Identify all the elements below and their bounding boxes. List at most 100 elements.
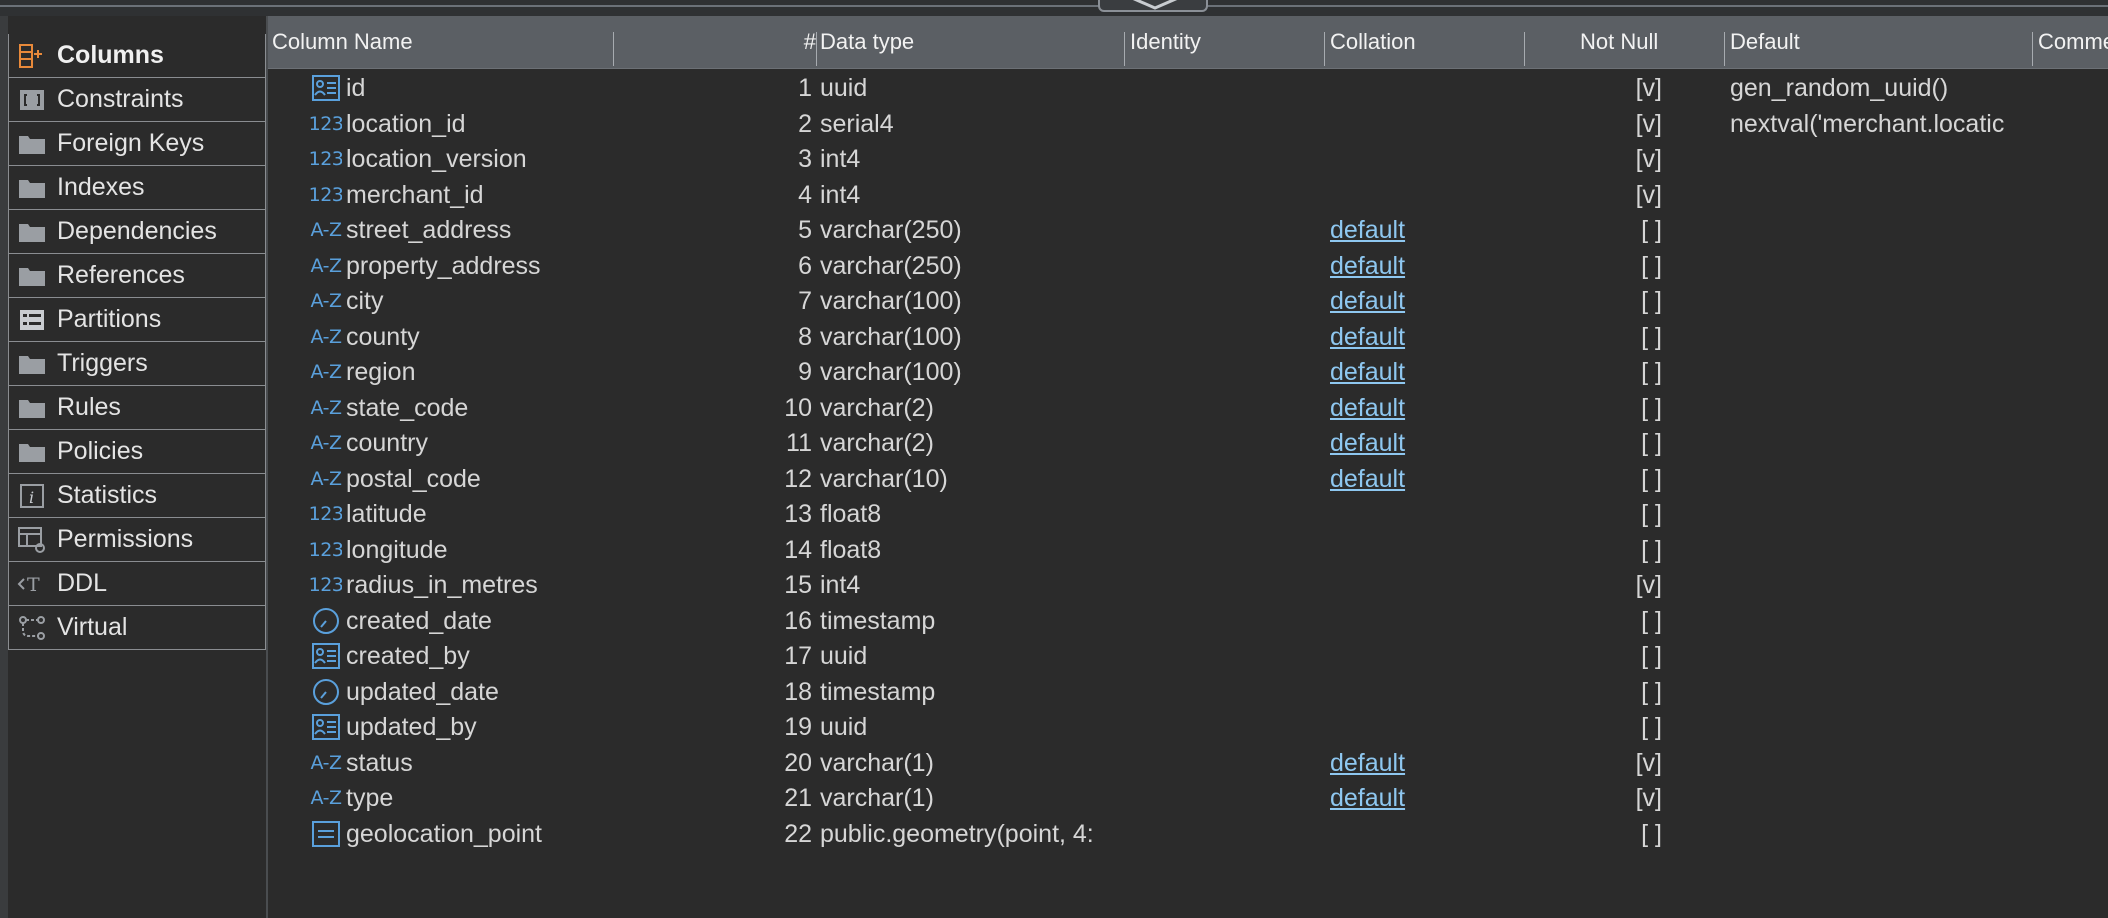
default-cell[interactable] — [1730, 354, 2028, 390]
sidebar-item-virtual[interactable]: Virtual — [8, 606, 266, 650]
not-null-cell[interactable]: [v] — [1635, 784, 1662, 812]
sidebar-item-columns[interactable]: Columns — [8, 34, 266, 78]
sidebar-item-references[interactable]: References — [8, 254, 266, 298]
header-num[interactable]: # — [803, 29, 816, 54]
column-name-cell[interactable]: property_address — [346, 251, 541, 280]
data-type-cell[interactable]: varchar(2) — [820, 393, 934, 422]
not-null-cell[interactable]: [v] — [1635, 109, 1662, 138]
default-cell[interactable] — [1730, 283, 2028, 319]
data-type-cell[interactable]: float8 — [820, 500, 882, 528]
column-name-cell[interactable]: created_date — [346, 606, 492, 635]
default-cell[interactable] — [1730, 248, 2028, 284]
collation-link[interactable]: default — [1330, 251, 1406, 280]
column-name-cell[interactable]: region — [346, 358, 416, 386]
not-null-cell[interactable]: [ ] — [1641, 606, 1662, 635]
default-cell[interactable]: gen_random_uuid() — [1730, 74, 1949, 102]
not-null-cell[interactable]: [ ] — [1641, 216, 1662, 244]
default-cell[interactable] — [1730, 780, 2028, 816]
header-data-type[interactable]: Data type — [820, 29, 915, 54]
not-null-cell[interactable]: [ ] — [1641, 713, 1662, 741]
header-column-name[interactable]: Column Name — [272, 29, 413, 54]
column-name-cell[interactable]: updated_by — [346, 713, 477, 741]
not-null-cell[interactable]: [ ] — [1641, 642, 1662, 670]
column-name-cell[interactable]: id — [346, 74, 366, 102]
default-cell[interactable] — [1730, 638, 2028, 674]
header-separator[interactable] — [1524, 32, 1525, 66]
data-type-cell[interactable]: varchar(10) — [820, 464, 948, 493]
data-type-cell[interactable]: varchar(250) — [820, 216, 962, 244]
not-null-cell[interactable]: [v] — [1635, 180, 1662, 209]
default-cell[interactable] — [1730, 745, 2028, 781]
default-cell[interactable] — [1730, 496, 2028, 532]
data-type-cell[interactable]: varchar(100) — [820, 358, 962, 386]
not-null-cell[interactable]: [ ] — [1641, 358, 1662, 386]
default-cell[interactable] — [1730, 709, 2028, 745]
default-cell[interactable] — [1730, 425, 2028, 461]
default-cell[interactable] — [1730, 532, 2028, 568]
data-type-cell[interactable]: int4 — [820, 571, 861, 599]
default-cell[interactable]: nextval('merchant.locatic — [1730, 109, 2005, 138]
data-type-cell[interactable]: varchar(100) — [820, 322, 962, 351]
data-type-cell[interactable]: varchar(250) — [820, 251, 962, 280]
column-name-cell[interactable]: city — [346, 287, 384, 315]
data-type-cell[interactable]: serial4 — [820, 109, 894, 138]
data-type-cell[interactable]: uuid — [820, 74, 868, 102]
data-type-cell[interactable]: timestamp — [820, 606, 936, 635]
column-name-cell[interactable]: county — [346, 322, 420, 351]
header-not-null[interactable]: Not Null — [1580, 29, 1659, 54]
column-name-cell[interactable]: merchant_id — [346, 180, 484, 209]
data-type-cell[interactable]: varchar(2) — [820, 429, 934, 457]
default-cell[interactable] — [1730, 390, 2028, 426]
header-comment[interactable]: Comme — [2038, 29, 2108, 54]
default-cell[interactable] — [1730, 177, 2028, 213]
data-type-cell[interactable]: float8 — [820, 535, 882, 564]
header-separator[interactable] — [1724, 32, 1725, 66]
not-null-cell[interactable]: [ ] — [1641, 819, 1662, 848]
collation-link[interactable]: default — [1330, 748, 1406, 777]
not-null-cell[interactable]: [ ] — [1641, 535, 1662, 564]
not-null-cell[interactable]: [ ] — [1641, 251, 1662, 280]
sidebar-item-dependencies[interactable]: Dependencies — [8, 210, 266, 254]
header-separator[interactable] — [1124, 32, 1125, 66]
header-collation[interactable]: Collation — [1330, 29, 1416, 54]
collation-link[interactable]: default — [1330, 393, 1406, 422]
column-name-cell[interactable]: created_by — [346, 642, 470, 670]
column-name-cell[interactable]: updated_date — [346, 677, 499, 706]
not-null-cell[interactable]: [v] — [1635, 571, 1662, 599]
data-type-cell[interactable]: varchar(1) — [820, 748, 934, 777]
collation-link[interactable]: default — [1330, 464, 1406, 493]
collation-link[interactable]: default — [1330, 287, 1406, 315]
default-cell[interactable] — [1730, 141, 2028, 177]
data-type-cell[interactable]: int4 — [820, 145, 861, 173]
header-separator[interactable] — [816, 32, 817, 66]
sidebar-item-partitions[interactable]: Partitions — [8, 298, 266, 342]
default-cell[interactable] — [1730, 461, 2028, 497]
data-type-cell[interactable]: public.geometry(point, 4: — [820, 819, 1094, 848]
collation-link[interactable]: default — [1330, 429, 1406, 457]
sidebar-item-constraints[interactable]: Constraints — [8, 78, 266, 122]
not-null-cell[interactable]: [ ] — [1641, 500, 1662, 528]
collation-link[interactable]: default — [1330, 784, 1406, 812]
not-null-cell[interactable]: [ ] — [1641, 287, 1662, 315]
default-cell[interactable] — [1730, 674, 2028, 710]
column-name-cell[interactable]: status — [346, 748, 413, 777]
default-cell[interactable] — [1730, 603, 2028, 639]
not-null-cell[interactable]: [ ] — [1641, 393, 1662, 422]
collation-link[interactable]: default — [1330, 322, 1406, 351]
data-type-cell[interactable]: varchar(100) — [820, 287, 962, 315]
